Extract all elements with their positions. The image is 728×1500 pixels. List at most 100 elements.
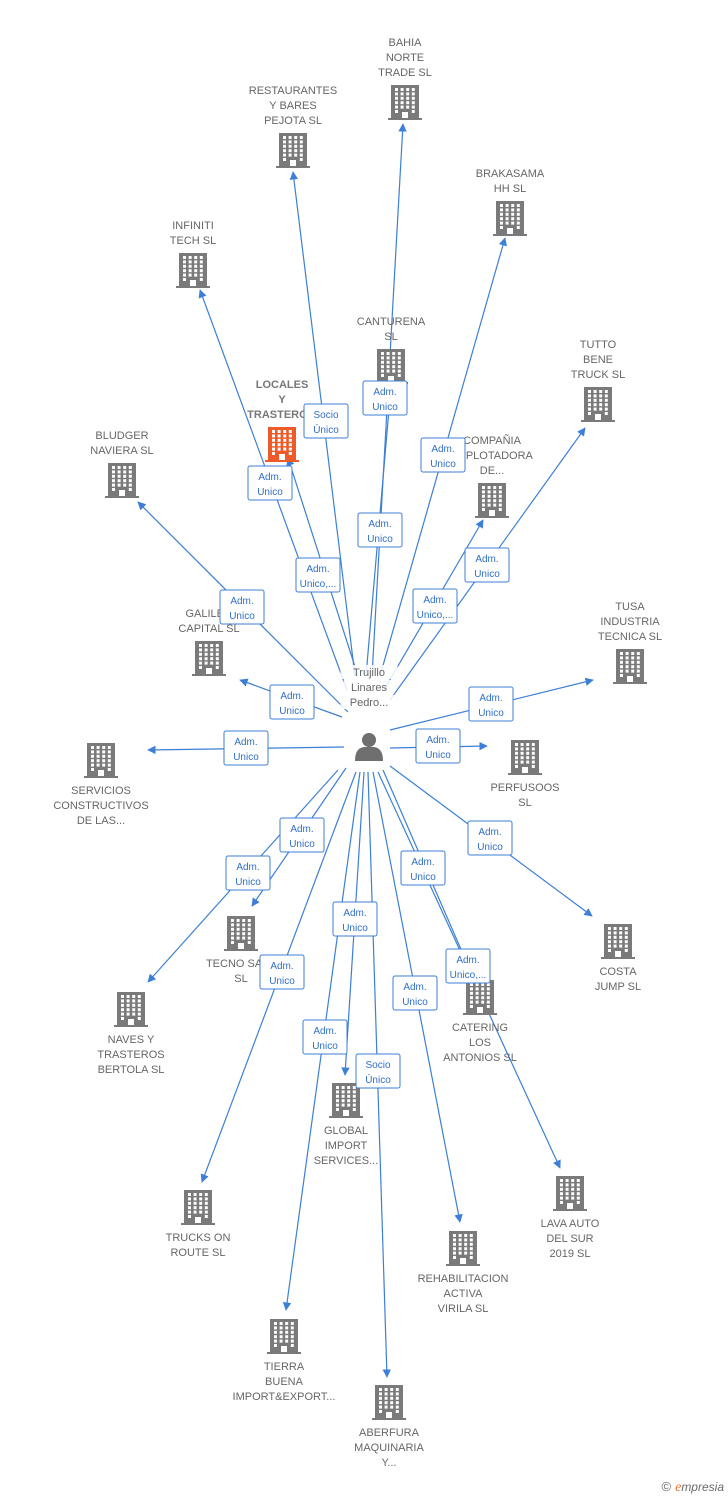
company-label-line: ROUTE SL [170, 1247, 225, 1259]
relation-text: Unico [235, 877, 261, 888]
building-icon [224, 916, 258, 951]
company-label-line: HH SL [494, 183, 526, 195]
company-label-line: CATERING [452, 1022, 508, 1034]
company-label-line: SL [384, 331, 397, 343]
relation-text: Adm. [475, 554, 498, 565]
company-label-line: COMPAÑIA [463, 434, 522, 447]
company-node-locales[interactable]: LOCALESYTRASTERO... [247, 379, 317, 462]
company-label-line: TECNO SAT... [206, 958, 276, 970]
company-label-line: LAVA AUTO [541, 1218, 600, 1230]
company-node-global[interactable]: GLOBALIMPORTSERVICES... [314, 1083, 379, 1167]
relation-label-bludger[interactable]: Adm.Unico [219, 589, 265, 625]
company-node-bludger[interactable]: BLUDGER NAVIERA SL [90, 430, 154, 498]
company-label-line: SL [234, 973, 247, 985]
relation-label-galileo[interactable]: Adm.Unico [269, 684, 315, 720]
company-label-line: BERTOLA SL [98, 1064, 165, 1076]
company-label-line: RESTAURANTES [249, 85, 337, 97]
company-node-tecno[interactable]: TECNO SAT... SL [206, 916, 276, 985]
relation-label-naves[interactable]: Adm.Unico [225, 855, 271, 891]
relation-label-tecno[interactable]: Adm.Unico [279, 817, 325, 853]
relation-text: Unico [402, 997, 428, 1008]
relation-text: Adm. [431, 444, 454, 455]
person-label-line: Linares [351, 682, 388, 694]
relation-label-tierra[interactable]: Adm.Unico [302, 1019, 348, 1055]
relation-label-compania[interactable]: Adm.Unico [464, 547, 510, 583]
company-node-compania[interactable]: COMPAÑIAEXPLOTADORADE... [451, 434, 534, 518]
building-icon [475, 483, 509, 518]
relation-label-canturena[interactable]: Adm.Unico [357, 512, 403, 548]
company-label-line: TRADE SL [378, 67, 432, 79]
relation-label-trucks[interactable]: Adm.Unico [259, 954, 305, 990]
relation-text: Adm. [403, 982, 426, 993]
building-icon [553, 1176, 587, 1211]
company-label-line: EXPLOTADORA [451, 450, 533, 462]
building-icon [374, 349, 408, 384]
center-person-node[interactable]: TrujilloLinaresPedro... [340, 665, 398, 761]
person-icon [355, 733, 383, 761]
company-label-line: TUTTO [580, 339, 617, 351]
relation-text: Unico [430, 459, 456, 470]
relation-label-bahia[interactable]: Adm.Unico [362, 380, 408, 416]
brand-footer: ©empresia [662, 1479, 725, 1496]
company-label-line: Y [278, 394, 286, 406]
relation-text: Socio [313, 410, 338, 421]
company-label-line: LOCALES [256, 379, 309, 391]
company-node-aberfura[interactable]: ABERFURAMAQUINARIAY... [354, 1385, 424, 1469]
copyright-symbol: © [661, 1479, 672, 1494]
building-icon [114, 992, 148, 1027]
relation-text: Adm. [290, 824, 313, 835]
company-label-line: SL [518, 797, 531, 809]
relation-text: Unico [279, 706, 305, 717]
relation-label-infiniti[interactable]: Adm.Unico [247, 465, 293, 501]
company-node-tierra[interactable]: TIERRABUENAIMPORT&EXPORT... [233, 1319, 336, 1403]
company-label-line: GLOBAL [324, 1125, 368, 1137]
relation-text: Unico [367, 534, 393, 545]
relation-text: Único [365, 1073, 391, 1086]
relation-label-global[interactable]: Adm.Unico [332, 901, 378, 937]
company-label-line: INFINITI [172, 220, 214, 232]
company-label-line: BLUDGER [95, 430, 148, 442]
company-label-line: SERVICES... [314, 1155, 379, 1167]
company-label-line: NAVIERA SL [90, 445, 153, 457]
relation-label-tusa[interactable]: Adm.Unico [468, 686, 514, 722]
company-label-line: BUENA [265, 1376, 304, 1388]
relation-label-costa[interactable]: Adm.Unico [467, 820, 513, 856]
relation-label-servicios[interactable]: Adm.Unico [223, 730, 269, 766]
relation-label-rehabilitacion[interactable]: Adm. Unico [392, 975, 438, 1011]
relation-text: Adm. [373, 387, 396, 398]
company-label-line: INDUSTRIA [600, 616, 660, 628]
company-label-line: Y... [381, 1457, 396, 1469]
relation-text: Socio [365, 1060, 390, 1071]
relation-text: Unico [257, 487, 283, 498]
relation-label-catering[interactable]: Adm.Unico,... [445, 948, 491, 984]
building-icon [446, 1231, 480, 1266]
company-label-line: TRUCK SL [571, 369, 625, 381]
relation-label-restaurantes[interactable]: Adm.Unico,... [295, 557, 341, 593]
relation-label-perfusoos[interactable]: Adm.Unico [415, 728, 461, 764]
company-label-line: LOS [469, 1037, 491, 1049]
relation-label-brakasama[interactable]: Adm. Unico [420, 437, 466, 473]
building-icon [372, 1385, 406, 1420]
relation-label-tutto[interactable]: Adm.Unico,... [412, 588, 458, 624]
relation-text: Adm. [230, 596, 253, 607]
relation-label-lava[interactable]: Adm.Unico [400, 850, 446, 886]
